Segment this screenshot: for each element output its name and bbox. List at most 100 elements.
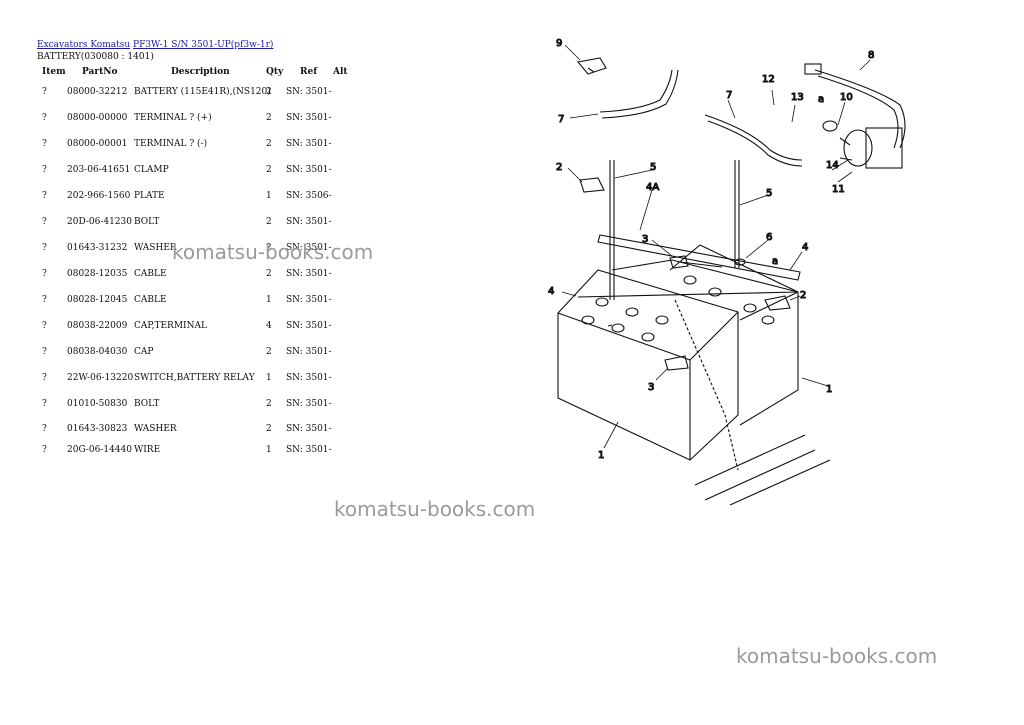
battery-relay-switch [822, 120, 903, 169]
diagram-label: a [772, 256, 778, 267]
cell-ref: SN: 3501- [286, 87, 332, 97]
cable-8-terminal [804, 63, 822, 75]
rail [577, 291, 799, 298]
cell-ref: SN: 3501- [286, 269, 332, 279]
cell-ref: SN: 3501- [286, 424, 332, 434]
cell-partno: 08000-00000 [67, 113, 128, 123]
diagram-label: 13 [791, 92, 804, 103]
cell-description: CABLE [134, 269, 167, 279]
cell-item: ? [42, 191, 47, 201]
diagram-label: 4A [646, 182, 659, 193]
cell-item: ? [42, 165, 47, 175]
cell-qty: 2 [266, 424, 272, 434]
breadcrumb-link-model[interactable]: PF3W-1 S/N 3501-UP(pf3w-1r) [133, 40, 274, 50]
cell-description: PLATE [134, 191, 165, 201]
cell-ref: SN: 3501- [286, 347, 332, 357]
cell-description: CLAMP [134, 165, 169, 175]
column-header-partno: PartNo [82, 67, 118, 77]
rail [611, 259, 799, 293]
cell-item: ? [42, 373, 47, 383]
column-header-item: Item [42, 67, 66, 77]
cell-description: TERMINAL ? (+) [134, 113, 212, 123]
ground-line [674, 299, 739, 471]
cell-description: CAP [134, 347, 154, 357]
diagram-label: 14 [826, 160, 839, 171]
cell-partno: 20G-06-14440 [67, 445, 132, 455]
leader-lines [561, 44, 871, 449]
cell-ref: SN: 3501- [286, 165, 332, 175]
cell-description: WIRE [134, 445, 161, 455]
cable-7-left [599, 69, 673, 113]
battery-caps [581, 275, 775, 342]
diagram-label: 5 [766, 188, 772, 199]
cell-qty: 2 [266, 243, 272, 253]
cell-partno: 20D-06-41230 [67, 217, 132, 227]
cell-ref: SN: 3501- [286, 243, 332, 253]
cell-partno: 01010-50830 [67, 399, 128, 409]
diagram-label: 9 [556, 38, 562, 49]
cell-partno: 08000-32212 [67, 87, 128, 97]
diagram-label: 6 [766, 232, 772, 243]
cell-item: ? [42, 424, 47, 434]
cell-ref: SN: 3501- [286, 295, 332, 305]
cell-qty: 2 [266, 217, 272, 227]
floor-lines [694, 434, 831, 506]
cell-ref: SN: 3501- [286, 373, 332, 383]
column-header-alt: Alt [333, 67, 348, 77]
terminal-9 [587, 67, 595, 73]
battery-exploded-diagram: 9 8 12 13 10 7 7 2 5 4A 5 14 11 3 6 4 a … [547, 37, 906, 506]
clamp-2 [764, 295, 791, 311]
cell-ref: SN: 3501- [286, 399, 332, 409]
cell-partno: 08038-22009 [67, 321, 128, 331]
diagram-label: 10 [840, 92, 853, 103]
cell-qty: 2 [266, 139, 272, 149]
cell-ref: SN: 3501- [286, 217, 332, 227]
bolts-5 [607, 160, 740, 327]
cell-ref: SN: 3501- [286, 139, 332, 149]
cell-item: ? [42, 445, 47, 455]
diagram-label: 11 [832, 184, 845, 195]
cell-description: BOLT [134, 399, 160, 409]
diagram-label: 12 [762, 74, 775, 85]
clamp-3 [664, 355, 689, 371]
cell-item: ? [42, 321, 47, 331]
cell-qty: 1 [266, 373, 272, 383]
diagram-label: 1 [826, 384, 832, 395]
diagram-label: 3 [648, 382, 654, 393]
washer-6 [734, 258, 746, 266]
diagram-label: 1 [598, 450, 604, 461]
page-title: BATTERY(030080 : 1401) [37, 52, 154, 62]
cell-description: SWITCH,BATTERY RELAY [134, 373, 255, 383]
cell-item: ? [42, 243, 47, 253]
cell-ref: SN: 3501- [286, 445, 332, 455]
cell-ref: SN: 3501- [286, 113, 332, 123]
battery-right [669, 244, 799, 426]
diagram-label: a [818, 94, 824, 105]
cell-partno: 08000-00001 [67, 139, 128, 149]
cell-description: CAP,TERMINAL [134, 321, 207, 331]
cable-7-right [707, 120, 803, 167]
cable-8 [814, 69, 906, 149]
cell-item: ? [42, 399, 47, 409]
watermark: komatsu-books.com [334, 497, 536, 521]
diagram-label: 3 [642, 234, 648, 245]
cell-item: ? [42, 269, 47, 279]
cell-ref: SN: 3506- [286, 191, 332, 201]
column-header-description: Description [171, 67, 230, 77]
cell-qty: 4 [266, 321, 272, 331]
cell-description: TERMINAL ? (-) [134, 139, 208, 149]
diagram-label: 2 [556, 162, 562, 173]
cell-description: BATTERY (115E41R),(NS120) [134, 87, 271, 97]
cell-qty: 1 [266, 191, 272, 201]
diagram-label: 7 [558, 114, 564, 125]
cell-item: ? [42, 347, 47, 357]
cell-partno: 01643-31232 [67, 243, 128, 253]
cell-partno: 203-06-41651 [67, 165, 131, 175]
cell-description: WASHER [134, 424, 177, 434]
terminal-9 [576, 57, 607, 75]
cell-item: ? [42, 217, 47, 227]
cell-qty: 1 [266, 295, 272, 305]
cell-partno: 202-966-1560 [67, 191, 131, 201]
diagram-label: 2 [800, 290, 806, 301]
breadcrumb-link-category[interactable]: Excavators Komatsu [37, 40, 131, 50]
